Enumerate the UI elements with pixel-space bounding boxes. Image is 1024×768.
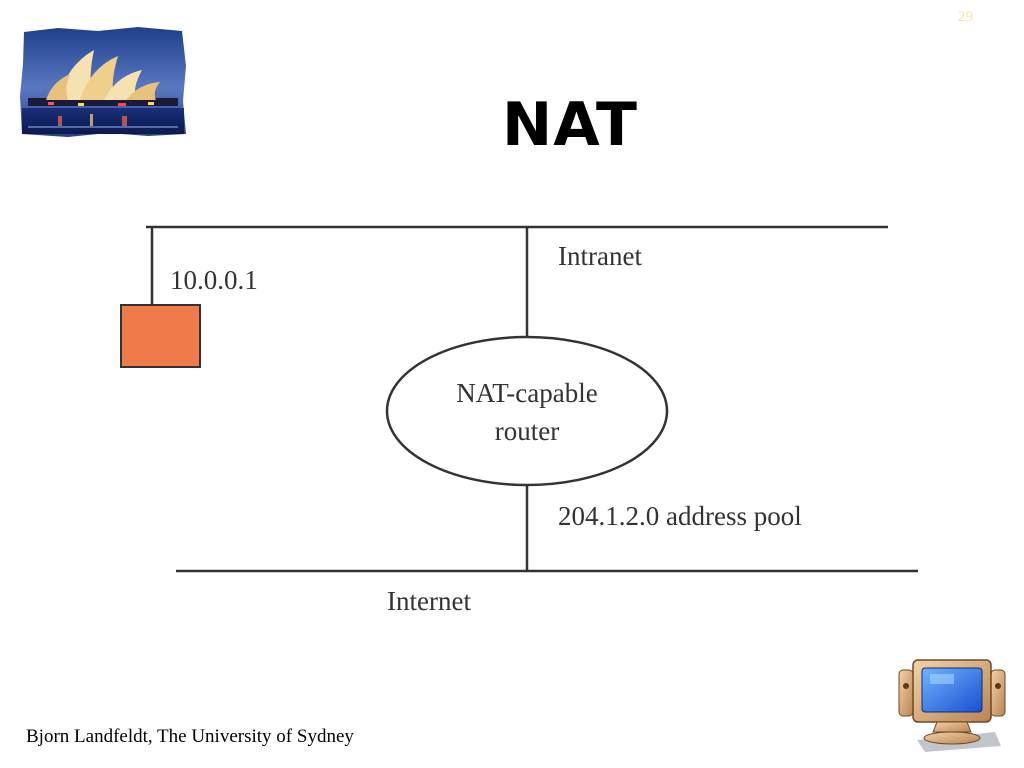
slide-footer: Bjorn Landfeldt, The University of Sydne… bbox=[26, 726, 354, 747]
host-address-label: 10.0.0.1 bbox=[170, 265, 258, 295]
desktop-computer-icon bbox=[898, 659, 1006, 752]
slide-title: NAT bbox=[502, 90, 638, 160]
internet-label: Internet bbox=[387, 586, 471, 616]
address-pool-label: 204.1.2.0 address pool bbox=[558, 501, 802, 531]
host-box bbox=[120, 304, 201, 368]
slide-number: 29 bbox=[958, 9, 973, 25]
intranet-label: Intranet bbox=[558, 241, 642, 271]
nat-router-node bbox=[385, 335, 669, 487]
sydney-opera-house-icon bbox=[20, 27, 186, 137]
router-label-line2: router bbox=[495, 416, 559, 446]
router-label-line1: NAT-capable bbox=[456, 378, 597, 408]
